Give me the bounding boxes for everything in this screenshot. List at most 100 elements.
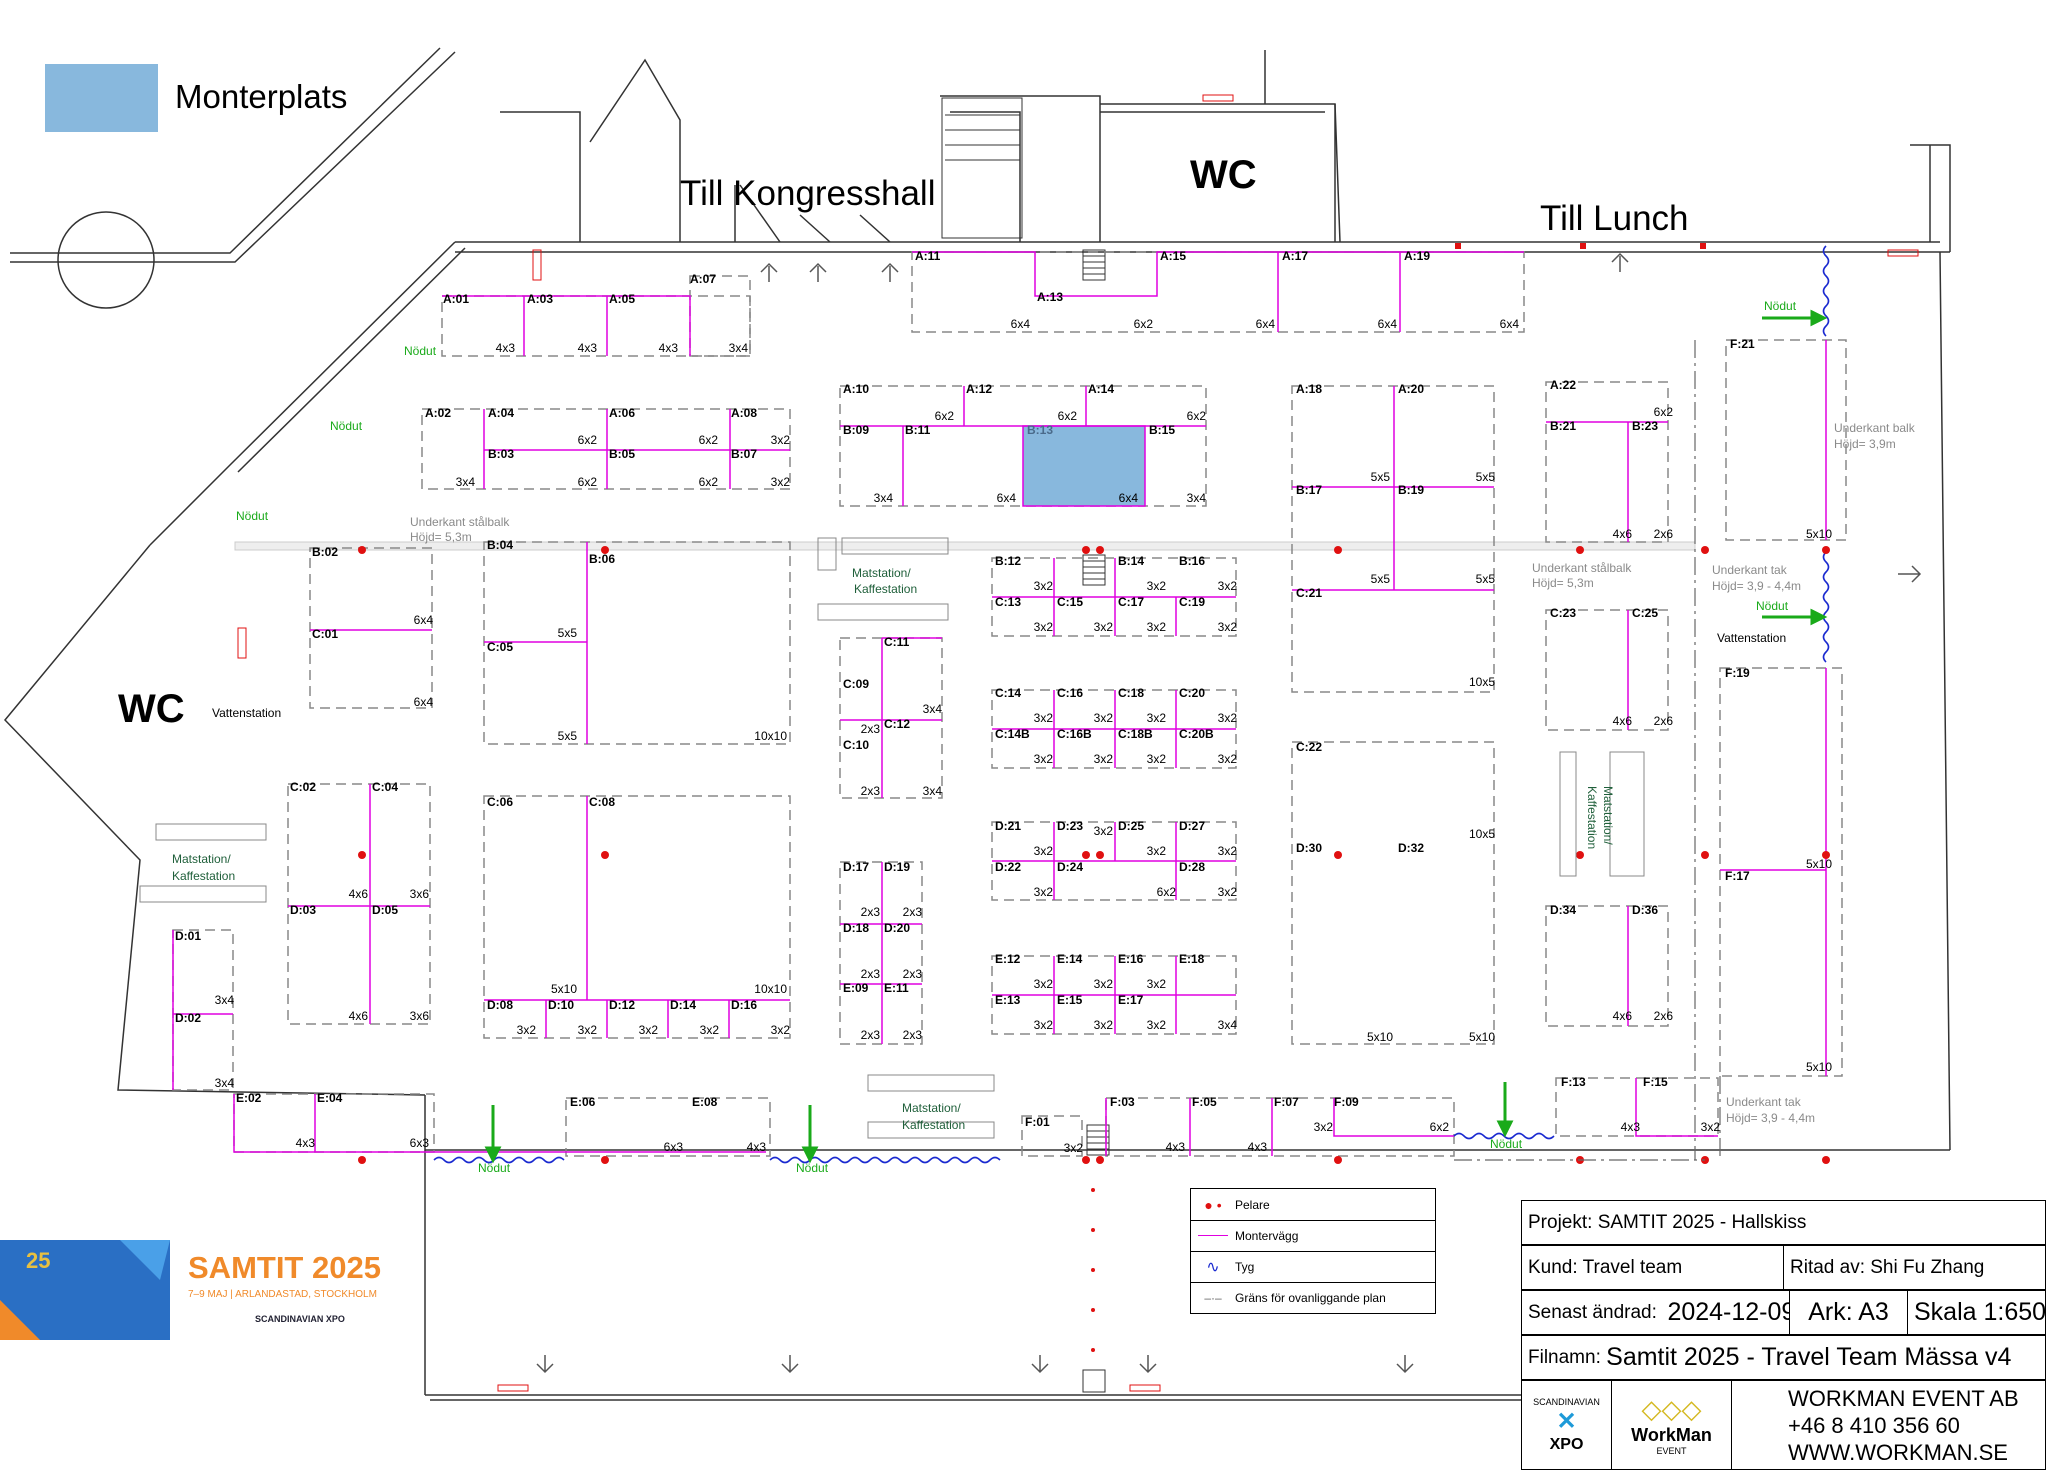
booth-id: B:23: [1632, 419, 1658, 433]
booth-size: 4x3: [496, 341, 516, 355]
scandinavian-xpo-logo: SCANDINAVIAN ✕ XPO: [1522, 1381, 1612, 1469]
booth-size: 3x2: [1147, 620, 1167, 634]
booth-id: B:13: [1027, 423, 1053, 437]
booth-id: D:19: [884, 860, 910, 874]
booth-id: E:04: [317, 1091, 343, 1105]
entrance-arrows: [536, 252, 1922, 1374]
booth-size: 5x5: [558, 626, 578, 640]
booth-id: D:12: [609, 998, 635, 1012]
booth-id: D:03: [290, 903, 316, 917]
booth-id: D:28: [1179, 860, 1205, 874]
booth-id: D:22: [995, 860, 1021, 874]
booth-id: C:02: [290, 780, 316, 794]
booth-id: D:23: [1057, 819, 1083, 833]
booth-size: 5x10: [1806, 1060, 1832, 1074]
booth-id: B:06: [589, 552, 615, 566]
booth-size: 5x5: [1476, 572, 1496, 586]
booth-id: C:16: [1057, 686, 1083, 700]
booth-size: 6x2: [699, 433, 719, 447]
booth-id: F:19: [1725, 666, 1750, 680]
booth-id: C:01: [312, 627, 338, 641]
booth-id: F:21: [1730, 337, 1755, 351]
symbol-legend: ● • Pelare Montervägg ∿ Tyg –·– Gräns fö…: [1190, 1188, 1436, 1314]
booth-size: 3x2: [1094, 977, 1114, 991]
company-name: WORKMAN EVENT AB: [1788, 1385, 2019, 1411]
coffee-station-label: Kaffestation: [854, 582, 917, 596]
filename: Filnamn: Samtit 2025 - Travel Team Mässa…: [1528, 1343, 2012, 1371]
booth-id: F:17: [1725, 869, 1750, 883]
booth-walls: [172, 251, 1827, 1156]
booth-size: 3x2: [1094, 752, 1114, 766]
booth-size: 3x2: [1094, 1018, 1114, 1032]
legend-title: Monterplats: [175, 78, 348, 115]
booth-size: 4x6: [1613, 1009, 1633, 1023]
booth-id: D:27: [1179, 819, 1205, 833]
samtit-brand: SCANDINAVIAN XPO: [255, 1314, 345, 1324]
booth-size: 10x5: [1469, 675, 1495, 689]
booth-size: 4x6: [1613, 714, 1633, 728]
booth-id: E:11: [884, 981, 909, 995]
booth-size: 3x2: [1034, 752, 1054, 766]
pillar-icon: ● •: [1204, 1196, 1222, 1213]
workman-logo: ◇◇◇ WorkMan EVENT: [1612, 1381, 1732, 1469]
booth-size: 4x6: [349, 1009, 369, 1023]
legend-row-wall: Montervägg: [1191, 1220, 1435, 1252]
revision-row: Senast ändrad: 2024-12-09 Ark: A3 Skala …: [1521, 1290, 2046, 1335]
booth-id: E:16: [1118, 952, 1144, 966]
booth-id: C:14: [995, 686, 1021, 700]
booth-id: C:16B: [1057, 727, 1092, 741]
samtit-logo: 25 SAMTIT 2025 7–9 MAJ | ARLANDASTAD, ST…: [0, 1240, 420, 1340]
highlighted-booth: [1022, 425, 1146, 507]
booth-size: 2x3: [861, 784, 881, 798]
food-station-label: Matstation/: [1601, 786, 1615, 845]
coffee-station-label: Kaffestation: [902, 1118, 965, 1132]
stairs: [941, 97, 1110, 1393]
booth-id: B:02: [312, 545, 338, 559]
booth-size: 6x3: [410, 1136, 430, 1150]
booth-size: 2x6: [1654, 714, 1674, 728]
booth-size: 3x2: [1218, 752, 1238, 766]
booth-size: 3x2: [1094, 824, 1114, 838]
booth-size: 4x3: [296, 1136, 316, 1150]
booth-size: 5x10: [1806, 527, 1832, 541]
booth-size: 3x2: [1218, 620, 1238, 634]
booth-size: 3x2: [1314, 1120, 1334, 1134]
legend-row-boundary: –·– Gräns för ovanliggande plan: [1191, 1282, 1435, 1313]
booth-id: B:16: [1179, 554, 1205, 568]
legend-row-fabric: ∿ Tyg: [1191, 1251, 1435, 1283]
booth-size: 6x2: [1058, 409, 1078, 423]
booth-id: C:20B: [1179, 727, 1214, 741]
booth-size: 3x2: [771, 433, 791, 447]
booth-size: 3x2: [1034, 977, 1054, 991]
booth-id: E:17: [1118, 993, 1144, 1007]
booth-id: F:03: [1110, 1095, 1135, 1109]
lunch-label: Till Lunch: [1540, 199, 1689, 238]
booth-id: D:05: [372, 903, 398, 917]
food-station-label: Matstation/: [852, 566, 911, 580]
booth-id: C:25: [1632, 606, 1658, 620]
booth-size: 3x2: [700, 1023, 720, 1037]
booth-size: 6x4: [1011, 317, 1031, 331]
booth-size: 3x4: [729, 341, 749, 355]
client-name: Kund: Travel team: [1522, 1246, 1784, 1289]
booth-id: A:06: [609, 406, 635, 420]
height-label: Höjd= 3,9m: [1834, 437, 1896, 451]
booth-id: C:14B: [995, 727, 1030, 741]
filename-row: Filnamn: Samtit 2025 - Travel Team Mässa…: [1521, 1335, 2046, 1380]
booth-size: 5x5: [1476, 470, 1496, 484]
coffee-station-label: Kaffestation: [172, 869, 235, 883]
company-website: WWW.WORKMAN.SE: [1788, 1439, 2008, 1465]
booth-id: E:15: [1057, 993, 1083, 1007]
sheet-size: Ark: A3: [1790, 1291, 1908, 1334]
booth-size: 2x6: [1654, 527, 1674, 541]
booth-size: 6x4: [414, 695, 434, 709]
booth-id: B:14: [1118, 554, 1144, 568]
booth-id: F:15: [1643, 1075, 1668, 1089]
booth-id: A:22: [1550, 378, 1576, 392]
booth-id: A:03: [527, 292, 553, 306]
booth-id: C:06: [487, 795, 513, 809]
booth-size: 4x6: [1613, 527, 1633, 541]
steel-beam: [234, 541, 1696, 551]
booth-size: 3x2: [1034, 620, 1054, 634]
